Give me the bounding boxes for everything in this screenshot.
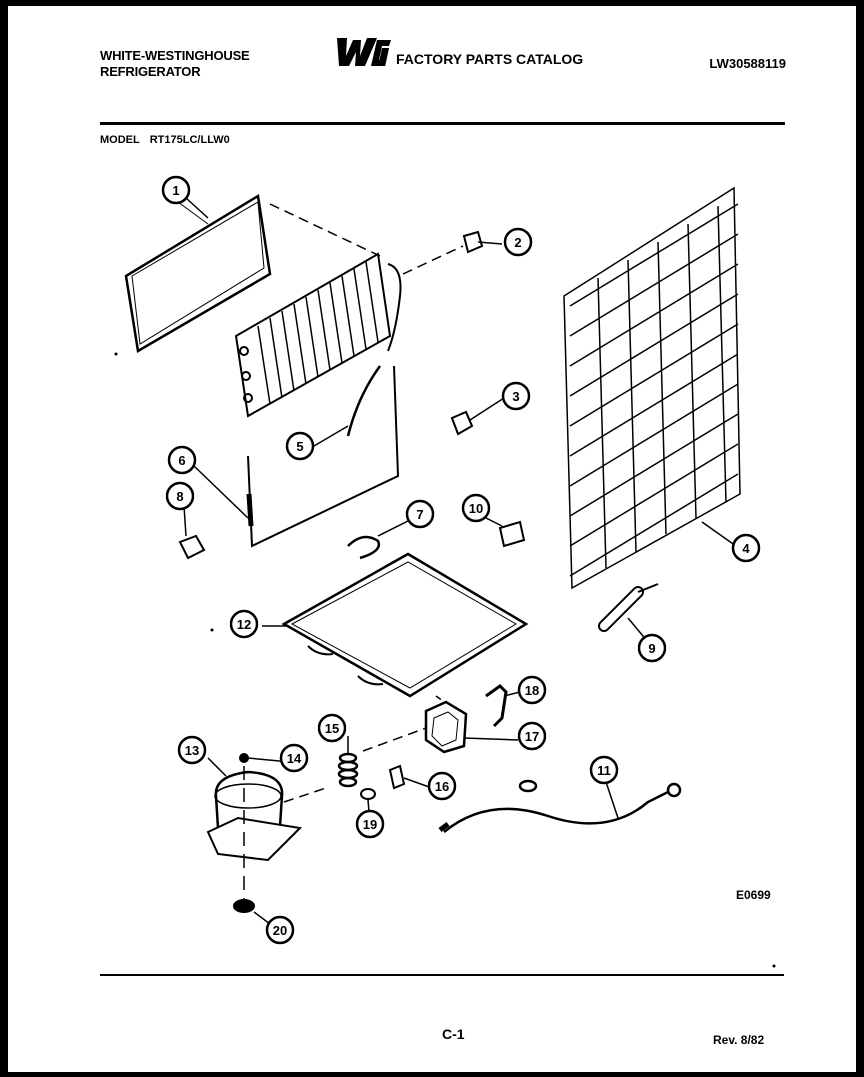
part-overload-clip (485, 684, 508, 728)
callout-number: 6 (178, 453, 185, 468)
part-panel (124, 193, 272, 353)
callout-number: 14 (287, 751, 302, 766)
callout-7: 7 (405, 499, 435, 529)
part-spring (337, 752, 359, 788)
callout-1: 1 (161, 175, 191, 205)
callout-number: 11 (597, 763, 611, 778)
model-line: MODEL RT175LC/LLW0 (100, 134, 240, 146)
catalog-title: FACTORY PARTS CATALOG (396, 51, 584, 67)
part-wiring-harness (438, 779, 682, 833)
model-number: RT175LC/LLW0 (149, 134, 230, 146)
part-terminal (388, 764, 406, 790)
wci-logo (337, 38, 391, 66)
callout-number: 13 (185, 743, 199, 758)
brand-line-2: REFRIGERATOR (100, 64, 201, 79)
part-clip (462, 230, 484, 254)
part-evaporator-coil (234, 252, 402, 418)
callout-number: 1 (172, 183, 179, 198)
callout-number: 15 (325, 721, 339, 736)
brand-block: WHITE-WESTINGHOUSE REFRIGERATOR (100, 48, 360, 80)
callout-10: 10 (461, 493, 491, 523)
callout-number: 4 (742, 541, 750, 556)
callout-number: 19 (363, 817, 377, 832)
document-id: LW30588119 (709, 56, 786, 71)
callout-12: 12 (229, 609, 259, 639)
callout-5: 5 (285, 431, 315, 461)
callout-2: 2 (503, 227, 533, 257)
callout-19: 19 (355, 809, 385, 839)
callout-number: 9 (648, 641, 655, 656)
part-filter-drier (598, 583, 659, 632)
part-base-pan (281, 552, 529, 698)
callout-15: 15 (317, 713, 347, 743)
callout-3: 3 (501, 381, 531, 411)
part-condenser (563, 186, 741, 590)
brand-line-1: WHITE-WESTINGHOUSE (100, 48, 250, 63)
callout-13: 13 (177, 735, 207, 765)
callout-number: 2 (514, 235, 521, 250)
page-number: C-1 (442, 1026, 465, 1042)
revision-date: Rev. 8/82 (713, 1033, 765, 1047)
callout-18: 18 (517, 675, 547, 705)
part-bracket (450, 410, 474, 436)
callout-6: 6 (167, 445, 197, 475)
callout-4: 4 (731, 533, 761, 563)
leader-lines (183, 197, 737, 931)
callout-9: 9 (637, 633, 667, 663)
callout-number: 16 (435, 779, 449, 794)
callout-20: 20 (265, 915, 295, 945)
part-tube (346, 365, 382, 437)
footer-rule (100, 974, 784, 976)
part-clamp (498, 520, 526, 548)
model-label: MODEL (100, 134, 140, 146)
part-compressor (206, 766, 327, 906)
part-mount-grommet (233, 899, 255, 913)
callout-number: 5 (296, 439, 303, 454)
callout-number: 20 (273, 923, 287, 938)
catalog-page: WHITE-WESTINGHOUSE REFRIGERATOR FACTORY … (8, 6, 856, 1072)
callout-number: 8 (176, 489, 183, 504)
part-nut (239, 753, 249, 763)
callout-11: 11 (589, 755, 619, 785)
part-grommet-small (360, 788, 376, 800)
callout-8: 8 (165, 481, 195, 511)
header-rule (100, 122, 785, 125)
part-drain-tube (347, 535, 381, 560)
figure-id: E0699 (736, 888, 771, 902)
callout-14: 14 (279, 743, 309, 773)
callout-17: 17 (517, 721, 547, 751)
callout-number: 10 (469, 501, 483, 516)
callout-number: 7 (416, 507, 423, 522)
callout-16: 16 (427, 771, 457, 801)
callout-number: 18 (525, 683, 539, 698)
callout-number: 17 (525, 729, 539, 744)
part-relay (424, 695, 468, 754)
part-grommet (178, 534, 206, 560)
callout-number: 3 (512, 389, 519, 404)
callout-number: 12 (237, 617, 251, 632)
